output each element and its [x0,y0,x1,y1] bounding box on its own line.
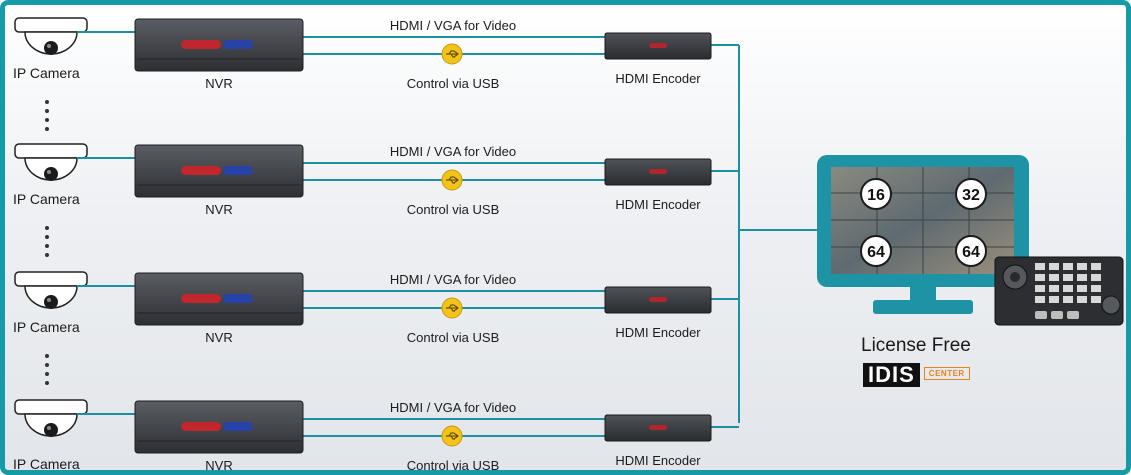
ellipsis-dots [45,100,49,136]
camera-label: IP Camera [13,65,80,81]
usb-icon [441,43,463,65]
logo-main-text: IDIS [863,363,920,387]
usb-control-label: Control via USB [406,458,500,473]
nvr-label: NVR [205,330,233,345]
nvr-label: NVR [205,76,233,91]
nvr-icon [134,144,304,198]
ellipsis-dots [45,354,49,390]
nvr-icon [134,272,304,326]
usb-control-label: Control via USB [406,330,500,345]
usb-icon [441,297,463,319]
encoder-label: HDMI Encoder [615,325,701,340]
encoder-icon [604,286,712,314]
video-connection-label: HDMI / VGA for Video [389,18,517,33]
badge-label: 64 [962,244,980,261]
channel-count-badge: 64 [955,235,987,267]
badge-label: 16 [867,187,885,204]
encoder-icon [604,414,712,442]
channel-count-badge: 64 [860,235,892,267]
badge-label: 64 [867,244,885,261]
video-connection-label: HDMI / VGA for Video [389,400,517,415]
network-diagram: 16 32 64 64 [14,17,1124,454]
camera-icon [14,17,88,55]
camera-label: IP Camera [13,191,80,207]
encoder-label: HDMI Encoder [615,71,701,86]
nvr-icon [134,400,304,454]
license-free-text: License Free [861,335,971,356]
keyboard-icon [994,256,1124,326]
camera-icon [14,143,88,181]
logo-sub-text: CENTER [923,367,970,380]
usb-control-label: Control via USB [406,76,500,91]
encoder-icon [604,158,712,186]
encoder-label: HDMI Encoder [615,197,701,212]
encoder-icon [604,32,712,60]
channel-count-badge: 32 [955,178,987,210]
nvr-label: NVR [205,458,233,473]
video-connection-label: HDMI / VGA for Video [389,144,517,159]
nvr-label: NVR [205,202,233,217]
camera-icon [14,399,88,437]
usb-icon [441,169,463,191]
ellipsis-dots [45,226,49,262]
usb-icon [441,425,463,447]
channel-count-badge: 16 [860,178,892,210]
badge-label: 32 [962,187,980,204]
video-connection-label: HDMI / VGA for Video [389,272,517,287]
camera-label: IP Camera [13,456,80,472]
encoder-label: HDMI Encoder [615,453,701,468]
usb-control-label: Control via USB [406,202,500,217]
camera-label: IP Camera [13,319,80,335]
nvr-icon [134,18,304,72]
camera-icon [14,271,88,309]
